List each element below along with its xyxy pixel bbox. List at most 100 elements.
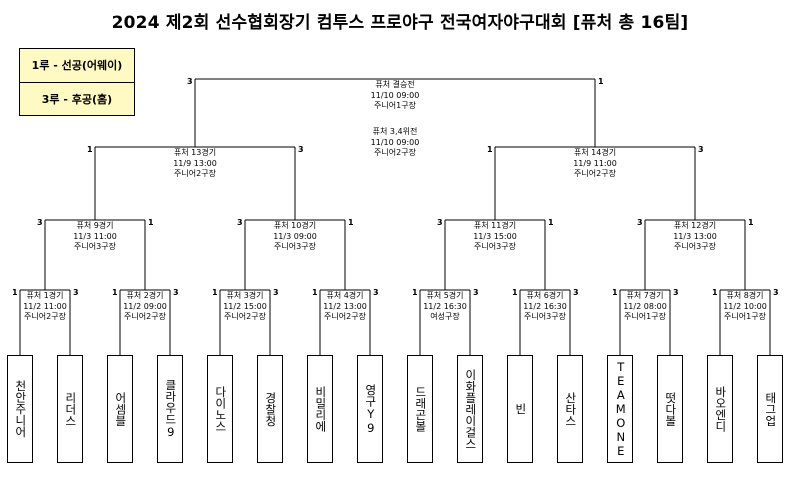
team-box: 빈	[507, 355, 533, 463]
score-right: 3	[673, 288, 679, 297]
score-left: 1	[112, 288, 118, 297]
match-name: 퓨처 13경기	[173, 148, 217, 157]
score-right: 3	[273, 288, 279, 297]
match-venue: 주니어2구장	[174, 169, 216, 178]
score-left: 1	[12, 288, 18, 297]
page-title: 2024 제2회 선수협회장기 컴투스 프로야구 전국여자야구대회 [퓨처 총 …	[111, 13, 689, 33]
score-right: 3	[173, 288, 179, 297]
score-left: 3	[437, 218, 443, 227]
match-name: 퓨처 결승전	[375, 80, 415, 89]
score-right: 1	[748, 218, 754, 227]
team-box: 산타스	[557, 355, 583, 463]
team-box: 떳다볼	[657, 355, 683, 463]
team-name: 어셈블	[113, 391, 128, 427]
team-box: 영구Y9	[357, 355, 383, 463]
score-left: 1	[412, 288, 418, 297]
match-name: 퓨처 8경기	[726, 291, 764, 300]
team-name: 드래곤볼	[413, 386, 428, 432]
team-box: 이화플레이걸스	[457, 355, 483, 463]
match-time: 11/2 08:00	[623, 301, 667, 311]
match-name: 퓨처 7경기	[626, 291, 664, 300]
score-right: 3	[298, 145, 304, 154]
match-name: 퓨처 5경기	[426, 291, 464, 300]
score-right: 3	[773, 288, 779, 297]
score-left: 1	[712, 288, 718, 297]
match-time: 11/2 13:00	[323, 301, 367, 311]
match-name: 퓨처 3경기	[226, 291, 264, 300]
score-right: 1	[348, 218, 354, 227]
team-name: 바오엔디	[713, 386, 728, 432]
match-time: 11/2 11:00	[23, 301, 67, 311]
match-name: 퓨처 4경기	[326, 291, 364, 300]
match-venue: 주니어2구장	[574, 169, 616, 178]
match-venue: 주니어3구장	[74, 242, 116, 251]
score-right: 3	[698, 145, 704, 154]
team-box: 천안주니어	[7, 355, 33, 463]
match-venue: 주니어3구장	[524, 312, 566, 321]
team-box: TEAMONE	[607, 355, 633, 463]
team-name: TEAMONE	[613, 360, 628, 458]
match-venue: 주니어3구장	[274, 242, 316, 251]
match-name: 퓨처 14경기	[573, 148, 617, 157]
score-left: 1	[512, 288, 518, 297]
score-left: 1	[87, 145, 93, 154]
team-box: 리더스	[57, 355, 83, 463]
match-name: 퓨처 2경기	[126, 291, 164, 300]
team-box: 다이노스	[207, 355, 233, 463]
match-time: 11/3 15:00	[473, 231, 517, 241]
match-venue: 주니어3구장	[474, 242, 516, 251]
third-place-venue: 주니어2구장	[374, 148, 416, 157]
match-name: 퓨처 1경기	[26, 291, 64, 300]
team-name: 영구Y9	[363, 383, 378, 435]
score-right: 1	[148, 218, 154, 227]
team-box: 비밀리에	[307, 355, 333, 463]
score-right: 3	[573, 288, 579, 297]
team-name: 비밀리에	[313, 386, 328, 432]
match-venue: 주니어1구장	[374, 101, 416, 110]
team-name: 산타스	[563, 391, 578, 427]
match-time: 11/2 10:00	[723, 301, 767, 311]
match-name: 퓨처 12경기	[673, 221, 717, 230]
team-box: 태그업	[757, 355, 783, 463]
score-left: 1	[487, 145, 493, 154]
score-left: 3	[37, 218, 43, 227]
team-name: 이화플레이걸스	[463, 368, 478, 450]
match-venue: 주니어1구장	[724, 312, 766, 321]
third-place-time: 11/10 09:00	[370, 137, 420, 147]
match-time: 11/9 11:00	[573, 158, 617, 168]
match-time: 11/2 15:00	[223, 301, 267, 311]
match-venue: 주니어2구장	[24, 312, 66, 321]
score-right: 1	[598, 77, 604, 86]
match-name: 퓨처 11경기	[473, 221, 517, 230]
match-venue: 주니어3구장	[674, 242, 716, 251]
team-name: 다이노스	[213, 386, 228, 432]
match-time: 11/3 09:00	[273, 231, 317, 241]
match-name: 퓨처 6경기	[526, 291, 564, 300]
match-time: 11/3 13:00	[673, 231, 717, 241]
score-right: 3	[73, 288, 79, 297]
score-right: 3	[373, 288, 379, 297]
team-name: 천안주니어	[13, 380, 28, 438]
team-box: 드래곤볼	[407, 355, 433, 463]
team-box: 어셈블	[107, 355, 133, 463]
score-left: 1	[612, 288, 618, 297]
score-left: 3	[637, 218, 643, 227]
legend-first-base: 1루 - 선공(어웨이)	[31, 59, 123, 72]
match-venue: 주니어2구장	[324, 312, 366, 321]
score-right: 1	[548, 218, 554, 227]
